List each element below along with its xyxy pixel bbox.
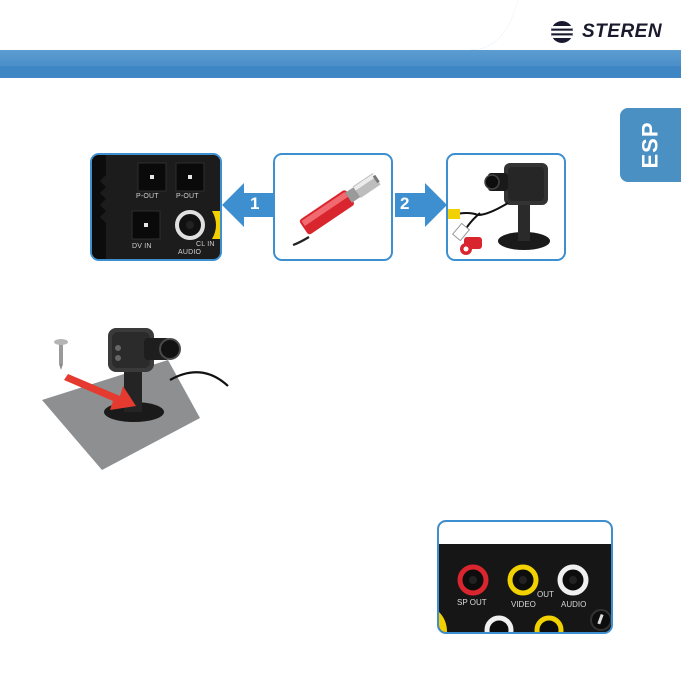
av-outputs-illustration bbox=[439, 522, 611, 632]
audio-label: AUDIO bbox=[178, 249, 201, 256]
power-plug-illustration bbox=[275, 155, 391, 259]
p-out-label-2: P-OUT bbox=[176, 193, 199, 200]
sp-out-label: SP OUT bbox=[457, 598, 487, 607]
video-label: VIDEO bbox=[511, 600, 536, 609]
camera-mounting-illustration bbox=[40, 322, 240, 472]
audio-out-label: AUDIO bbox=[561, 600, 586, 609]
panel-power-connector: P-OUT P-OUT DV IN AUDIO CL IN bbox=[90, 153, 222, 261]
step-number-2: 2 bbox=[400, 194, 409, 214]
cl-in-label: CL IN bbox=[196, 241, 215, 248]
step-number-1: 1 bbox=[250, 194, 259, 214]
panel-power-plug bbox=[273, 153, 393, 261]
language-tab-label: ESP bbox=[638, 121, 664, 168]
camera-connected-illustration bbox=[448, 155, 564, 259]
panel-av-outputs: SP OUT OUT VIDEO AUDIO bbox=[437, 520, 613, 634]
out-label: OUT bbox=[537, 590, 554, 599]
brand-name: STEREN bbox=[582, 21, 662, 43]
p-out-label-1: P-OUT bbox=[136, 193, 159, 200]
steren-logo-icon bbox=[548, 20, 576, 44]
brand-logo: STEREN bbox=[548, 18, 668, 46]
panel-camera-connected bbox=[446, 153, 566, 261]
dc-in-label: DV IN bbox=[132, 243, 152, 250]
language-tab[interactable]: ESP bbox=[620, 108, 681, 182]
screw-icon bbox=[54, 339, 68, 370]
arrow-left-icon bbox=[222, 183, 274, 227]
